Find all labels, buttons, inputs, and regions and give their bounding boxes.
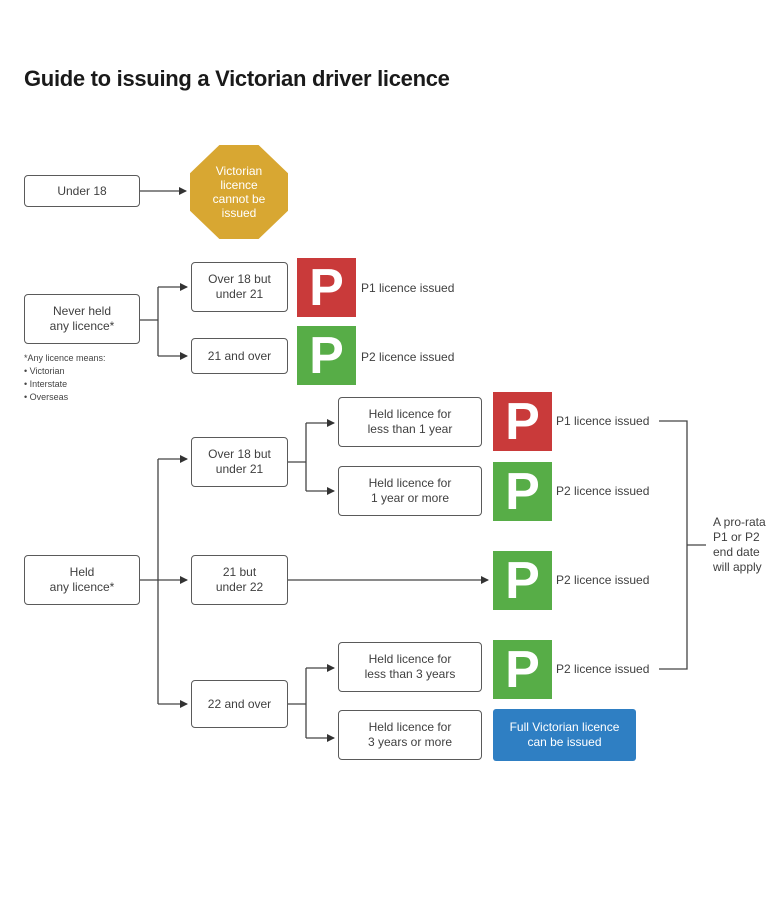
note-heading: *Any licence means: (24, 353, 106, 363)
held-3-years-or-more-box: Held licence for 3 years or more (338, 710, 482, 760)
held-less-than-3-years-box: Held licence for less than 3 years (338, 642, 482, 692)
never-held-box: Never held any licence* (24, 294, 140, 344)
p1-issued-label: P1 licence issued (361, 281, 455, 295)
held-over18-under21-box: Over 18 but under 21 (191, 437, 288, 487)
held-21-under22-box: 21 but under 22 (191, 555, 288, 605)
p1-plate-icon: P (297, 258, 356, 317)
p2-plate-icon: P (493, 640, 552, 699)
prorata-bracket (659, 420, 688, 670)
prorata-note: A pro-rata P1 or P2 end date will apply (713, 515, 766, 574)
p2-plate-icon: P (297, 326, 356, 385)
p1-issued-label: P1 licence issued (556, 414, 650, 428)
held-less-than-1-year-box: Held licence for less than 1 year (338, 397, 482, 447)
held-22-and-over-box: 22 and over (191, 680, 288, 728)
cannot-be-issued-octagon: Victorian licence cannot be issued (190, 145, 288, 239)
p2-plate-icon: P (493, 551, 552, 610)
p2-issued-label: P2 licence issued (556, 573, 650, 587)
p1-plate-icon: P (493, 392, 552, 451)
note-item-victorian: • Victorian (24, 366, 65, 376)
full-licence-box: Full Victorian licence can be issued (493, 709, 636, 761)
never-held-over18-under21-box: Over 18 but under 21 (191, 262, 288, 312)
note-item-interstate: • Interstate (24, 379, 68, 389)
p2-plate-icon: P (493, 462, 552, 521)
p2-issued-label: P2 licence issued (361, 350, 455, 364)
held-any-licence-box: Held any licence* (24, 555, 140, 605)
note-item-overseas: • Overseas (24, 392, 69, 402)
never-held-21-over-box: 21 and over (191, 338, 288, 374)
page-title: Guide to issuing a Victorian driver lice… (24, 66, 450, 91)
held-1-year-or-more-box: Held licence for 1 year or more (338, 466, 482, 516)
under-18-box: Under 18 (24, 175, 140, 207)
p2-issued-label: P2 licence issued (556, 484, 650, 498)
p2-issued-label: P2 licence issued (556, 662, 650, 676)
any-licence-note: *Any licence means: • Victorian • Inters… (24, 352, 106, 404)
